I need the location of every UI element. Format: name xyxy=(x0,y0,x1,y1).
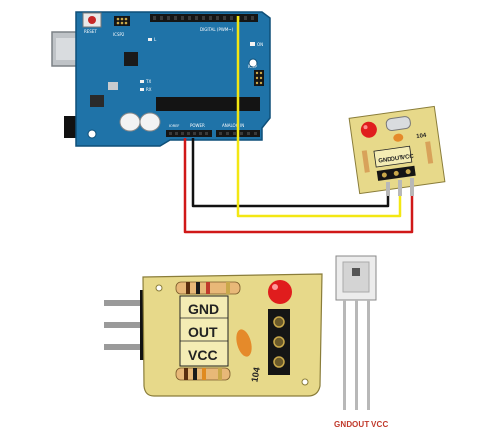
wires xyxy=(183,16,414,234)
l-led xyxy=(148,38,152,41)
small-module-label-box xyxy=(373,145,413,168)
tx-label: TX xyxy=(145,79,151,84)
arduino-board: RESET ICSP2 DIGITAL (PWM~) ON L TX RX xyxy=(51,11,271,147)
digital-header-label: DIGITAL (PWM~) xyxy=(200,27,234,32)
large-module-gnd: GND xyxy=(188,301,219,317)
small-module-pin-out xyxy=(398,180,402,196)
icsp-header xyxy=(254,70,264,86)
large-module-vcc: VCC xyxy=(188,347,218,363)
crystal xyxy=(108,82,118,90)
large-module-resistor-bottom xyxy=(175,367,231,381)
wire-black-gnd xyxy=(191,138,390,208)
analog-header-pins xyxy=(219,132,257,135)
large-module-part-label: 104 xyxy=(249,366,261,383)
wire-red-vcc xyxy=(183,138,414,234)
large-module-led xyxy=(268,280,292,304)
large-module-resistor-top xyxy=(175,281,241,295)
small-module-vcc: VCC xyxy=(401,154,415,162)
large-module-pin-out xyxy=(104,322,164,328)
small-module-resistor xyxy=(425,141,434,164)
wire-yellow-out xyxy=(236,16,402,218)
usb-chip xyxy=(124,52,138,66)
small-module-part-label: 104 xyxy=(416,133,427,140)
atmega-chip xyxy=(156,97,260,111)
receiver-lens xyxy=(352,268,360,276)
capacitor xyxy=(119,112,141,132)
on-led xyxy=(250,42,255,46)
header-hole xyxy=(273,336,285,348)
analog-label: ANALOG IN xyxy=(222,123,244,128)
receiver-leg-out xyxy=(355,300,358,410)
rx-label: RX xyxy=(146,87,152,92)
small-module-capacitor xyxy=(393,133,404,142)
power-header-pins xyxy=(169,132,208,135)
mounting-hole xyxy=(87,129,97,139)
tx-led xyxy=(140,80,144,83)
small-emitter-module: 104 GND OUT VCC xyxy=(348,105,446,196)
small-module-transistor xyxy=(385,116,411,132)
icsp-label: ICSP xyxy=(248,64,258,69)
small-module-gnd: GND xyxy=(378,157,393,165)
ioref-label: IOREF xyxy=(169,124,179,128)
receiver-out-label: OUT xyxy=(352,420,370,429)
power-label: POWER xyxy=(190,123,205,128)
receiver-gnd-label: GND xyxy=(334,420,353,429)
rx-led xyxy=(140,88,144,91)
header-hole xyxy=(273,316,285,328)
mounting-hole xyxy=(248,58,258,68)
icsp2-header xyxy=(114,16,130,26)
small-module-out: OUT xyxy=(390,155,404,163)
l-led-label: L xyxy=(154,37,157,42)
on-led-label: ON xyxy=(257,42,263,47)
large-module-capacitor xyxy=(236,329,252,357)
usb-connector-face xyxy=(56,38,80,60)
reset-label: RESET xyxy=(84,29,97,34)
large-emitter-module: GND OUT VCC 104 xyxy=(104,273,323,397)
large-module-pin-vcc xyxy=(104,344,164,350)
large-module-label-box xyxy=(179,295,229,367)
arduino-pcb xyxy=(75,11,271,147)
header-hole xyxy=(273,356,285,368)
receiver-leg-vcc xyxy=(367,300,370,410)
voltage-regulator xyxy=(90,95,104,107)
small-module-pin-vcc xyxy=(410,178,414,196)
small-module-pin-gnd xyxy=(386,182,390,196)
capacitor xyxy=(139,112,161,132)
large-module-out: OUT xyxy=(188,324,218,340)
large-module-pin-gnd xyxy=(104,300,164,306)
receiver-leg-gnd xyxy=(343,300,346,410)
small-module-resistor xyxy=(361,150,370,173)
reset-button-cap[interactable] xyxy=(88,16,96,24)
ir-receiver xyxy=(335,255,377,410)
icsp2-label: ICSP2 xyxy=(113,32,125,37)
receiver-vcc-label: VCC xyxy=(371,420,389,429)
